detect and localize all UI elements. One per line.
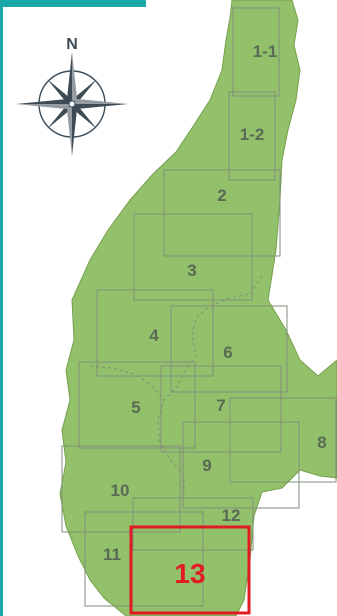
left-accent-line [0,0,3,616]
sheet-rect-2[interactable] [163,169,281,257]
sheet-label-2: 2 [217,186,226,205]
boundary-dashed-line [157,275,263,498]
compass-north-label: N [66,36,78,53]
sheet-rect-13-selected[interactable] [129,525,251,615]
sheet-label-7: 7 [216,396,225,415]
sheet-label-1-1: 1-1 [253,42,278,61]
sheet-rect-10[interactable] [61,445,181,533]
sheet-label-10: 10 [111,481,130,500]
header-accent-bar [0,0,146,7]
sheet-label-6: 6 [223,343,232,362]
sheet-label-4: 4 [149,326,159,345]
sheet-rect-9[interactable] [182,421,300,509]
sheet-rect-1-2[interactable] [228,91,276,181]
sheet-label-9: 9 [202,456,211,475]
sheet-label-12: 12 [222,506,241,525]
sheet-rect-7[interactable] [160,365,282,453]
sheet-rect-3[interactable] [133,213,253,301]
sheet-rect-8[interactable] [229,397,337,483]
compass-rose-icon [16,52,128,156]
boundary-dashed-line [89,365,165,401]
sheet-rect-6[interactable] [170,305,288,393]
sheet-rect-11[interactable] [84,511,204,607]
sheet-rect-5[interactable] [78,361,196,449]
sheet-rect-4[interactable] [96,289,214,377]
sheet-label-11: 11 [103,545,121,564]
land-area [59,0,337,616]
sheet-rect-12[interactable] [132,497,254,551]
sheet-label-13-selected: 13 [174,558,205,589]
sheet-label-3: 3 [187,261,196,280]
sheet-rect-1-1[interactable] [232,7,280,97]
sheet-label-1-2: 1-2 [240,125,265,144]
sheet-label-5: 5 [131,398,140,417]
sheet-label-8: 8 [317,433,326,452]
